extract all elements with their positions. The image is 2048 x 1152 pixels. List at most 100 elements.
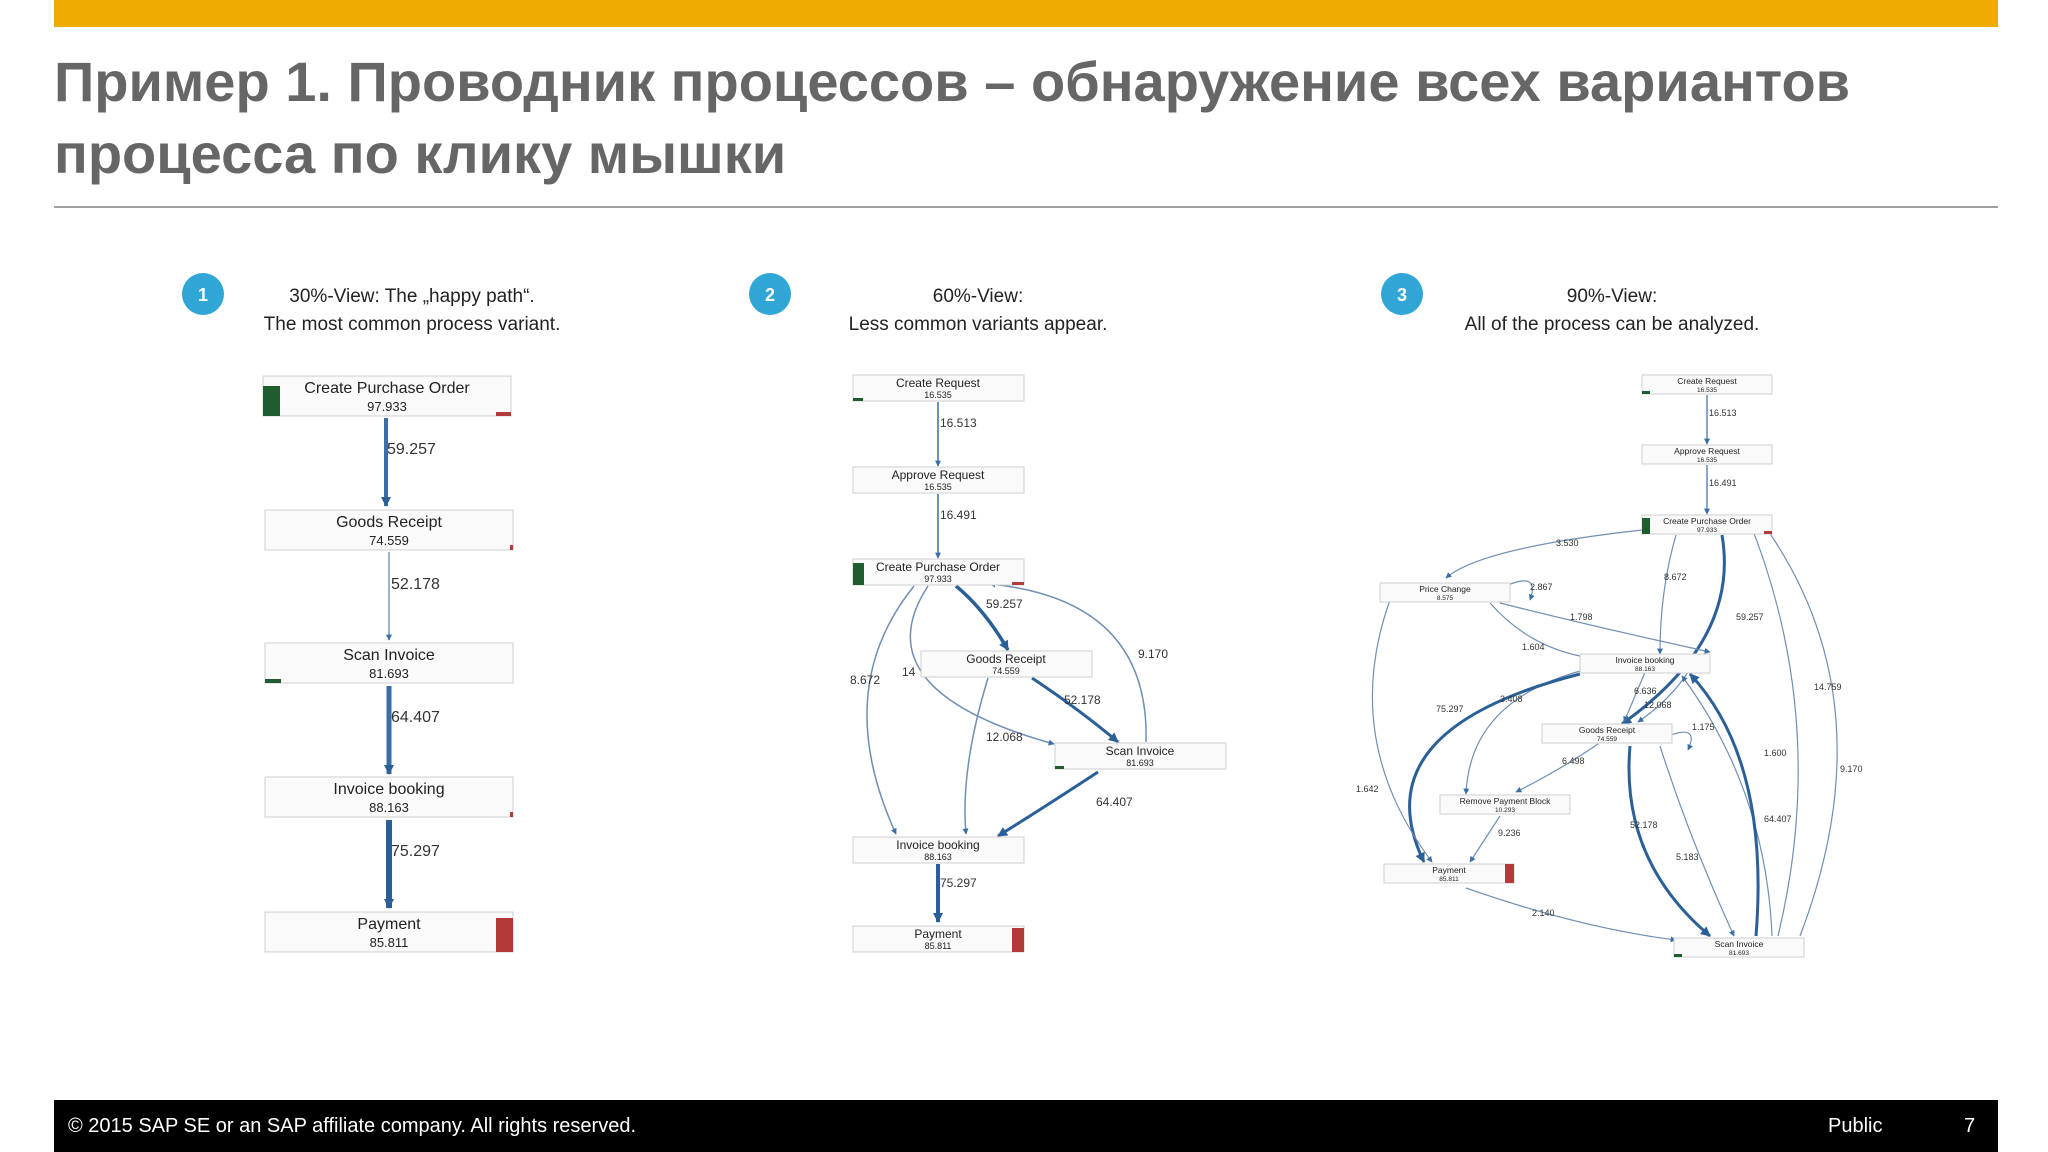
throughput-bar [1505,864,1514,883]
process-node: Goods Receipt 74.559 [920,650,1093,678]
edge-arrow [1507,580,1535,601]
edge-label: 1.642 [1356,784,1379,794]
footer-page-number: 7 [1964,1115,1976,1137]
panel-3: 3 90%-View: All of the process can be an… [1356,273,1863,958]
edge-label: 16.491 [1709,478,1737,488]
node-label: Price Change [1419,584,1471,594]
node-label: Create Purchase Order [876,560,1000,574]
edge-label: 14.759 [1814,682,1842,692]
edge-label: 14 [902,665,916,679]
edge-label: 3.530 [1556,538,1579,548]
panel-1: 1 30%-View: The „happy path“. The most c… [182,273,560,953]
node-box [1439,794,1571,815]
step-badge [1381,273,1423,315]
node-label: Goods Receipt [336,514,442,531]
process-node: Goods Receipt 74.559 [264,509,514,551]
edge-arrow [1627,745,1711,938]
edge-label: 5.183 [1676,852,1699,862]
node-value: 97.933 [367,399,407,414]
title-divider [54,206,1998,208]
edge-arrow [1659,745,1735,937]
frequency-bar [853,563,864,585]
node-box [1641,374,1773,395]
node-box [852,836,1025,864]
node-box [852,374,1025,402]
title-line-1: Пример 1. Проводник процессов – обнаруже… [54,50,1851,113]
edge-label: 6.498 [1562,756,1585,766]
edge-arrow [1761,521,1838,937]
edge-arrow [1031,676,1119,744]
node-box [920,650,1093,678]
node-box [852,466,1025,494]
process-node: Invoice booking 88.163 [1579,653,1711,674]
node-box [1641,444,1773,465]
edges: 59.257 52.178 64.407 75.297 [381,418,440,909]
process-node: Invoice booking 88.163 [264,776,514,818]
frequency-bar [853,398,863,401]
edge-arrow [954,584,1010,651]
node-value: 97.933 [1697,527,1717,534]
edge-label: 1.175 [1692,722,1715,732]
edge-label: 59.257 [1736,612,1764,622]
node-box [852,925,1025,953]
edge-arrow [1465,887,1677,943]
node-value: 16.535 [1697,457,1717,464]
frequency-bar [265,679,281,683]
node-box [264,911,514,953]
footer-classification: Public [1828,1115,1883,1137]
process-node: Goods Receipt 74.559 [1541,723,1673,744]
edge-arrow [1667,731,1693,751]
edge-arrow [1657,534,1677,655]
edge-arrow [1489,602,1621,663]
edge-label: 1.798 [1570,612,1593,622]
node-box [264,509,514,551]
node-box [1541,723,1673,744]
node-box [1673,937,1805,958]
edges [1371,395,1838,943]
edge-arrow [1681,675,1773,937]
edge-label: 75.297 [1436,704,1464,714]
slide-footer: © 2015 SAP SE or an SAP affiliate compan… [54,1100,1998,1152]
edge-label: 8.672 [1664,572,1687,582]
edge-label: 1.600 [1764,748,1787,758]
node-box [1054,742,1227,770]
edge-label: 52.178 [1064,693,1101,707]
node-value: 16.535 [1697,387,1717,394]
node-label: Payment [1432,865,1466,875]
node-label: Goods Receipt [1579,725,1636,735]
edge-arrow [1463,669,1585,795]
edge-arrow [1747,517,1799,937]
edge-arrow [1371,599,1433,863]
process-node: Approve Request 16.535 [1641,444,1773,465]
throughput-bar [496,918,513,952]
node-label: Invoice booking [1615,655,1674,665]
process-node: Payment 85.811 [264,911,514,953]
badge-number: 2 [765,285,775,305]
frequency-bar [1674,954,1682,957]
node-value: 88.163 [924,852,952,862]
edge-arrow [1515,743,1599,793]
frequency-bar [1055,766,1064,769]
process-node: Scan Invoice 81.693 [264,642,514,684]
node-value: 74.559 [1597,736,1617,743]
node-value: 74.559 [992,666,1020,676]
node-label: Invoice booking [333,781,444,798]
node-label: Create Request [1677,376,1737,386]
edge-arrow [1688,672,1760,937]
throughput-bar [1764,531,1772,534]
edge-label: 64.407 [1096,795,1133,809]
step-badge [182,273,224,315]
edge-label: 2.867 [1530,582,1553,592]
edge-arrow [866,585,915,835]
node-value: 10.293 [1495,807,1515,814]
node-value: 8.575 [1437,595,1454,602]
panel-heading-2: Less common variants appear. [849,314,1108,335]
process-node: Create Purchase Order 97.933 [852,558,1025,586]
node-value: 85.811 [370,935,409,950]
process-node: Payment 85.811 [1383,863,1515,884]
badge-number: 3 [1397,285,1407,305]
node-value: 81.693 [1126,758,1154,768]
node-label: Create Request [896,376,981,390]
node-label: Invoice booking [896,838,979,852]
